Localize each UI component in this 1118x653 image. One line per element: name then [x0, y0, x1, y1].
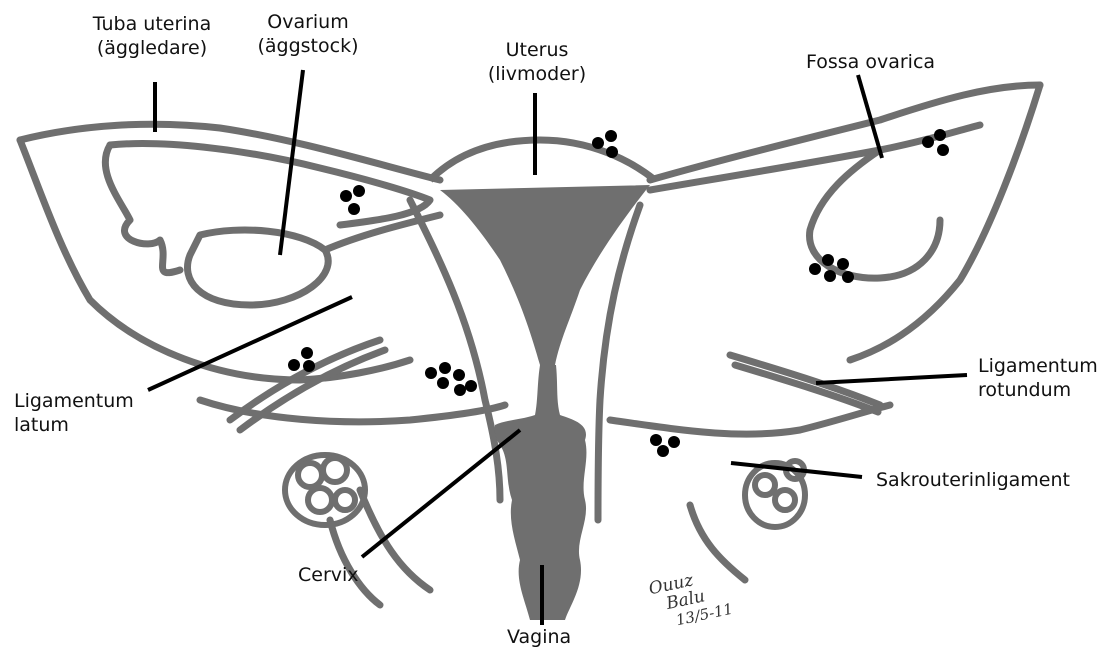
- right-lower-broad: [610, 405, 890, 434]
- lig-rotundum-line2: rotundum: [978, 378, 1098, 402]
- lig-rotundum-line1: Ligamentum: [978, 354, 1098, 378]
- left-fimbria: [105, 145, 180, 273]
- tuba-line1: Tuba uterina: [88, 12, 216, 36]
- right-broad-outer: [850, 85, 1040, 360]
- left-lower-broad: [200, 400, 505, 422]
- left-ovary: [188, 230, 329, 305]
- cervix-canal: [535, 365, 560, 415]
- label-sakrouterinligament: Sakrouterinligament: [876, 468, 1070, 492]
- pointer-fossa: [858, 75, 882, 158]
- label-cervix: Cervix: [298, 563, 359, 587]
- tuba-line2: (äggledare): [88, 36, 216, 60]
- right-side-wall: [598, 205, 640, 520]
- right-round-ligament-inner: [735, 365, 878, 412]
- label-tuba-uterina: Tuba uterina (äggledare): [88, 12, 216, 60]
- left-sacro-curve: [360, 490, 430, 590]
- uterus-line1: Uterus: [478, 38, 596, 62]
- left-tube-inner: [110, 144, 430, 225]
- label-ligamentum-rotundum: Ligamentum rotundum: [978, 354, 1098, 402]
- label-ovarium: Ovarium (äggstock): [248, 10, 368, 58]
- ovarium-line2: (äggstock): [248, 34, 368, 58]
- label-uterus: Uterus (livmoder): [478, 38, 596, 86]
- pointer-cervix: [362, 430, 520, 557]
- label-fossa-ovarica: Fossa ovarica: [806, 50, 935, 74]
- lig-latum-line2: latum: [14, 413, 134, 437]
- pointer-lig-rotundum: [816, 375, 967, 383]
- ovarium-line1: Ovarium: [248, 10, 368, 34]
- label-vagina: Vagina: [507, 625, 571, 649]
- uterus-line2: (livmoder): [478, 62, 596, 86]
- left-sacro-coil: [285, 455, 365, 525]
- right-tube-outline: [650, 85, 1040, 180]
- uterus-fundus: [430, 140, 655, 180]
- dot-clusters: [288, 129, 949, 457]
- label-ligamentum-latum: Ligamentum latum: [14, 389, 134, 437]
- lig-latum-line1: Ligamentum: [14, 389, 134, 413]
